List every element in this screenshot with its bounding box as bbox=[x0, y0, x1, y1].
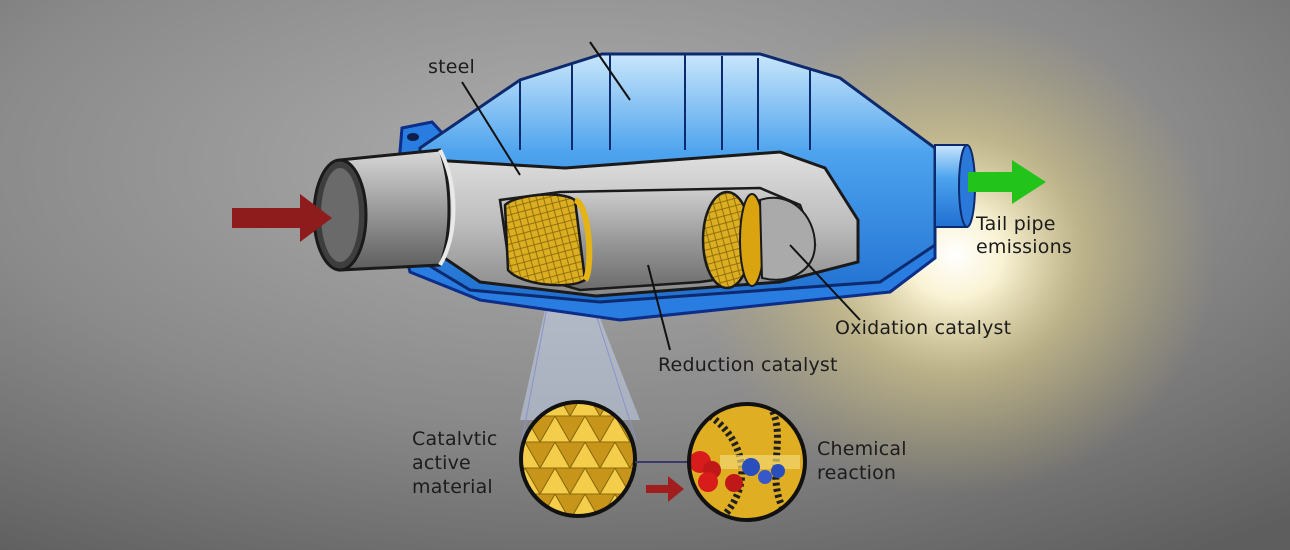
leader-reduction bbox=[647, 264, 671, 351]
label-chemical-1: Chemical bbox=[817, 438, 907, 460]
label-tail-pipe-1: Tail pipe bbox=[976, 213, 1056, 235]
catalytic-material-inset bbox=[521, 402, 635, 516]
label-catalytic-1: Catalvtic bbox=[412, 428, 498, 450]
leader-oxidation bbox=[789, 244, 861, 321]
leader-shell bbox=[589, 41, 631, 101]
red-arrow-icon bbox=[232, 194, 332, 242]
chemical-reaction-inset bbox=[687, 402, 807, 522]
label-steel: steel bbox=[428, 56, 476, 78]
label-catalytic-2: active bbox=[412, 452, 471, 474]
label-reduction-catalyst: Reduction catalyst bbox=[658, 354, 838, 376]
green-arrow-icon bbox=[968, 160, 1046, 204]
label-chemical-2: reaction bbox=[817, 462, 897, 484]
reduction-catalyst-monolith bbox=[503, 193, 587, 287]
label-catalytic-3: material bbox=[412, 476, 493, 498]
label-oxidation-catalyst: Oxidation catalyst bbox=[835, 317, 1012, 339]
small-red-arrow-icon bbox=[646, 476, 684, 502]
leader-steel bbox=[461, 81, 521, 176]
label-tail-pipe-2: emissions bbox=[976, 236, 1072, 258]
